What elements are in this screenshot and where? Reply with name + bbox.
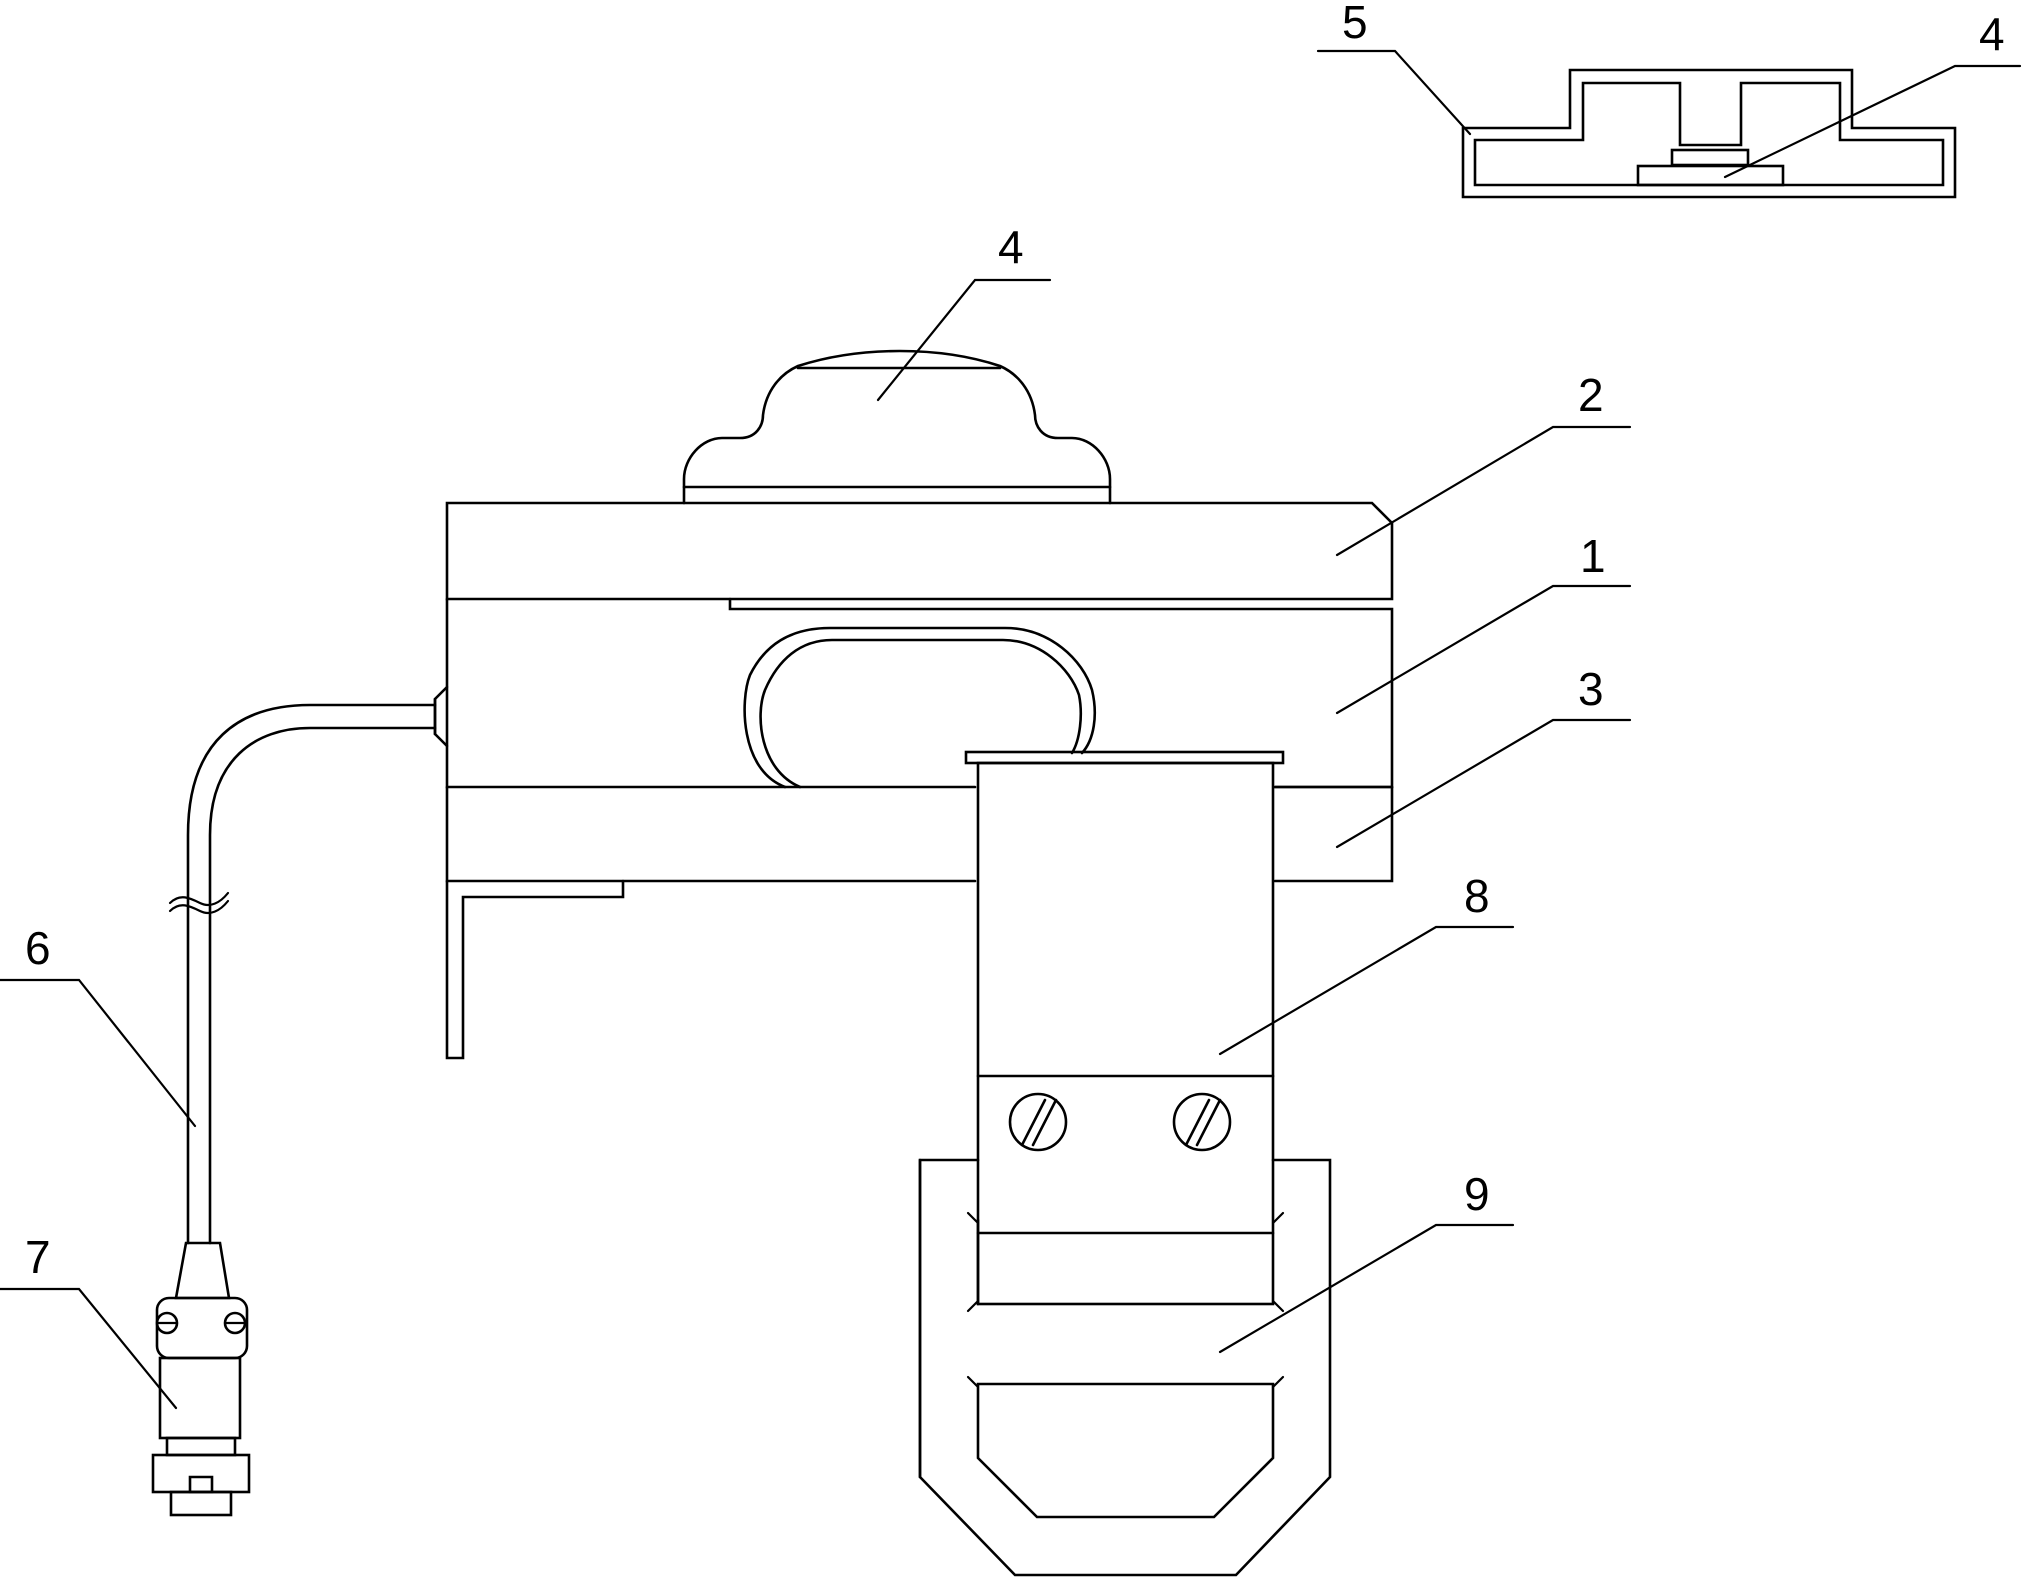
plug-body	[158, 1356, 242, 1440]
hanger-inner-loop	[976, 1382, 1275, 1519]
hanger-tick-2	[1271, 1211, 1285, 1225]
hanger-tick-5	[966, 1375, 980, 1389]
plug-tip	[169, 1490, 233, 1517]
screw-left-slot-b	[1031, 1098, 1058, 1147]
cable-inner	[208, 726, 437, 1245]
dome-outline	[682, 349, 1112, 505]
oval-slot-inner	[759, 638, 1083, 789]
plug	[151, 1241, 251, 1517]
inset-sensor-upper	[1670, 148, 1750, 167]
elastic-body	[445, 597, 1394, 789]
clamp-block	[964, 750, 1285, 1306]
label-3: 3	[1578, 663, 1604, 715]
label-inset-5: 5	[1342, 0, 1368, 48]
dome-pressure-head	[682, 349, 1112, 505]
inset-sensor-base	[1636, 164, 1785, 187]
label-2: 2	[1578, 369, 1604, 421]
screw-left-slot-a	[1020, 1098, 1047, 1147]
lower-base-right	[1273, 785, 1394, 883]
inset-inner-shell	[1473, 81, 1945, 187]
cable-break-mark-2	[168, 899, 230, 915]
leader-top-4	[876, 278, 1052, 402]
cable-connector	[433, 685, 449, 748]
lower-base-outline	[445, 785, 977, 883]
upper-plate	[445, 501, 1394, 601]
hanger-tick-6	[1271, 1375, 1285, 1389]
leader-3	[1335, 718, 1632, 849]
cable	[168, 703, 437, 1245]
label-1: 1	[1580, 530, 1606, 582]
screw-right-slot-b	[1195, 1098, 1222, 1147]
oval-slot-outer	[743, 626, 1097, 789]
leader-7	[0, 1287, 178, 1410]
plug-key	[188, 1475, 214, 1494]
label-8: 8	[1464, 870, 1490, 922]
label-inset-4: 4	[1979, 8, 2005, 60]
inset-section-view: 5 4	[1316, 0, 2022, 199]
screw-right-slot-a	[1184, 1098, 1211, 1147]
hanger-outer	[918, 1158, 1332, 1577]
hanger-tick-1	[966, 1211, 980, 1225]
label-7: 7	[25, 1231, 51, 1283]
lower-base	[445, 785, 1394, 1060]
label-top-4: 4	[998, 221, 1024, 273]
leader-8	[1218, 925, 1515, 1056]
clamp-flange	[964, 750, 1285, 765]
plug-clamp	[155, 1296, 249, 1360]
label-9: 9	[1464, 1168, 1490, 1220]
leader-1	[1335, 584, 1632, 715]
hanger-tick-3	[966, 1299, 980, 1313]
plug-strain-relief	[174, 1241, 231, 1300]
clamp-body	[976, 761, 1275, 1306]
leader-6	[0, 978, 197, 1128]
hanger-frame	[918, 1158, 1332, 1577]
leader-2	[1335, 425, 1632, 557]
cable-gland	[433, 685, 449, 748]
cable-break-mark-1	[168, 891, 230, 907]
plug-collar	[165, 1436, 237, 1457]
plug-nut	[151, 1453, 251, 1494]
leader-inset-4	[1723, 64, 2022, 179]
l-bracket	[445, 879, 625, 1060]
leader-9	[1218, 1223, 1515, 1354]
cable-outer	[186, 703, 437, 1245]
hanger-tick-4	[1271, 1299, 1285, 1313]
screw-right-icon	[1172, 1092, 1232, 1152]
screw-left-icon	[1008, 1092, 1068, 1152]
inset-outer-shell	[1461, 68, 1957, 199]
label-6: 6	[25, 922, 51, 974]
leader-inset-5	[1316, 49, 1472, 136]
